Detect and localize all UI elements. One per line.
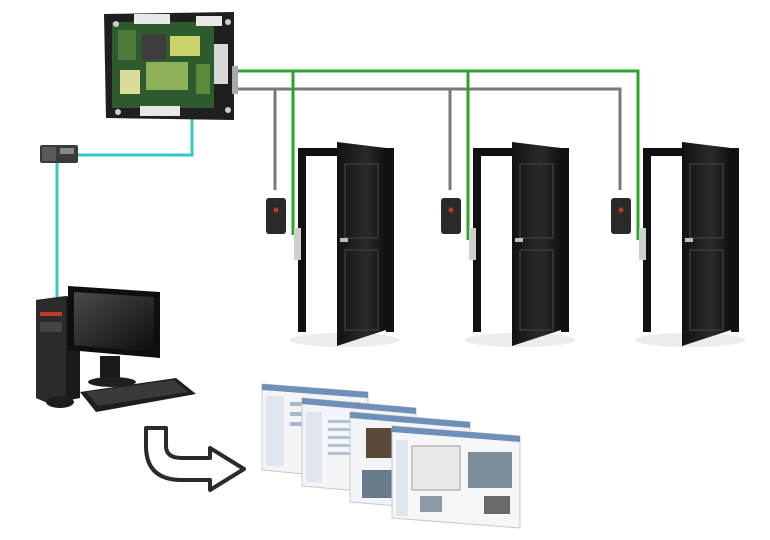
access-controller-board [104, 12, 238, 120]
door-panel [519, 249, 554, 331]
door-panel [689, 249, 724, 331]
reader-bus-door-3 [468, 69, 640, 240]
door-3 [611, 142, 745, 347]
electric-lock [469, 228, 476, 260]
curved-arrow-icon [144, 426, 246, 492]
door-panel [344, 163, 379, 239]
door-leaf [682, 142, 731, 346]
door-leaf [337, 142, 386, 346]
door-handle-icon [515, 238, 523, 242]
card-reader [441, 198, 461, 234]
door-1 [266, 142, 400, 347]
mouse [46, 396, 74, 408]
door-leaf [512, 142, 561, 346]
card-reader [611, 198, 631, 234]
lock-wire-door-3 [450, 87, 622, 190]
door-panel [519, 163, 554, 239]
door-handle-icon [685, 238, 693, 242]
wiring [55, 69, 640, 298]
electric-lock [639, 228, 646, 260]
door-2 [441, 142, 575, 347]
network-wire-controller [78, 118, 194, 157]
software-window-4 [391, 425, 521, 529]
lock-wire-door-1 [232, 87, 277, 190]
door-panel [344, 249, 379, 331]
card-reader [266, 198, 286, 234]
management-software-windows [261, 383, 521, 529]
electric-lock [294, 228, 301, 260]
network-converter [40, 145, 78, 163]
door-panel [689, 163, 724, 239]
keyboard [80, 378, 196, 412]
pc-workstation [36, 286, 196, 412]
monitor [68, 286, 160, 387]
door-handle-icon [340, 238, 348, 242]
